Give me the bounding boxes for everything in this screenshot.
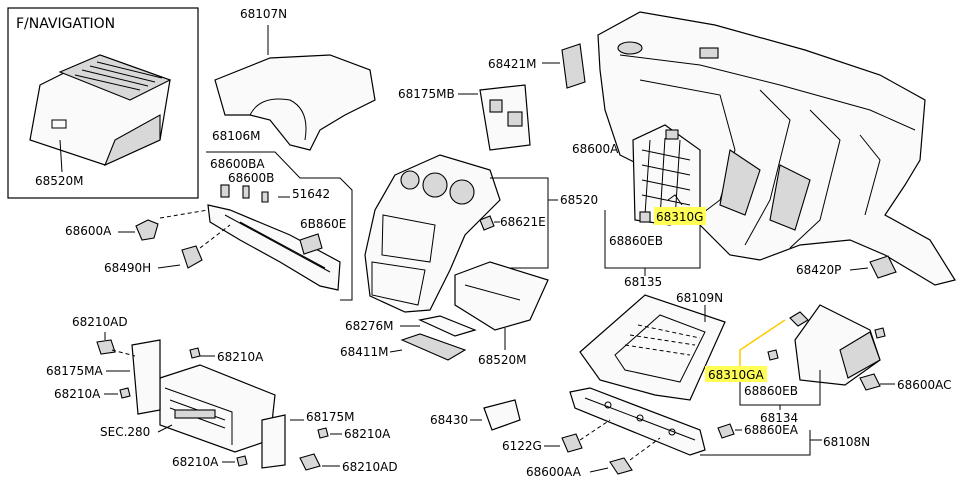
label-68210A-2: 68210A <box>54 387 101 401</box>
label-68210AD-top: 68210AD <box>72 315 128 329</box>
label-68210AD-bottom: 68210AD <box>342 460 398 474</box>
label-68135: 68135 <box>624 275 662 289</box>
label-68430: 68430 <box>430 413 468 427</box>
label-68134: 68134 <box>760 411 798 425</box>
bracket-68430: 68430 <box>430 399 521 431</box>
bolt-6122G: 6122G <box>502 419 611 453</box>
label-68107N: 68107N <box>240 7 287 21</box>
label-68520: 68520 <box>560 193 598 207</box>
clip-68600AA: 68600AA <box>526 437 661 479</box>
meter-hood-68107N: 68107N <box>214 7 376 151</box>
label-68600AA: 68600AA <box>526 465 582 479</box>
label-68175MA: 68175MA <box>46 364 104 378</box>
mat-68411M: 68411M <box>340 333 467 361</box>
instrument-panel-68420P: 68420P <box>597 11 956 286</box>
label-68109N: 68109N <box>676 291 723 305</box>
label-68310G: 68310G <box>656 210 703 224</box>
label-68860EA: 68860EA <box>744 423 799 437</box>
finisher-68135: 68310G 68860EB 68135 <box>604 124 706 289</box>
label-68860EB-top: 68860EB <box>609 234 663 248</box>
label-68600B: 68600B <box>228 171 274 185</box>
audio-unit-sec280: 68210AD 68210A 68175MA 68210A 68175M 682… <box>46 315 398 474</box>
label-68210A-3: 68210A <box>344 427 391 441</box>
label-6122G: 6122G <box>502 439 542 453</box>
pocket-68520M: 68520M <box>454 261 549 367</box>
label-68600AC: 68600AC <box>897 378 952 392</box>
label-68106M: 68106M <box>212 129 261 143</box>
label-68621E: 68621E <box>500 215 546 229</box>
label-68600A: 68600A <box>65 224 112 238</box>
label-68600AB: 68600AB <box>572 142 627 156</box>
label-SEC280: SEC.280 <box>100 425 150 439</box>
label-68108N: 68108N <box>823 435 870 449</box>
label-6B860E: 6B860E <box>300 217 346 231</box>
inset-title: F/NAVIGATION <box>16 16 115 32</box>
navigation-inset: F/NAVIGATION 68520M <box>7 7 199 199</box>
undercover-68109N: 68109N <box>579 291 726 401</box>
mat-68276M: 68276M <box>345 315 477 337</box>
label-68420P: 68420P <box>796 263 841 277</box>
label-68520M: 68520M <box>478 353 527 367</box>
clip-68600A: 68600A <box>65 209 209 241</box>
label-68276M: 68276M <box>345 319 394 333</box>
lower-panel-68106M: 68106M 68600BA 68600B 51642 6B860E <box>206 129 353 301</box>
label-68175M: 68175M <box>306 410 355 424</box>
label-68421M: 68421M <box>488 57 537 71</box>
label-68411M: 68411M <box>340 345 389 359</box>
label-68600BA: 68600BA <box>210 157 265 171</box>
label-68490H: 68490H <box>104 261 151 275</box>
label-68860EB-bottom: 68860EB <box>744 384 798 398</box>
label-68310GA: 68310GA <box>708 368 764 382</box>
label-68210A-4: 68210A <box>172 455 219 469</box>
finisher-68134: 68310GA 68860EB 68134 68600AC <box>705 304 952 425</box>
inset-part-label: 68520M <box>35 174 84 188</box>
label-68210A-1: 68210A <box>217 350 264 364</box>
center-cluster-68520: 68520 68621E <box>364 154 598 313</box>
label-51642: 51642 <box>292 187 330 201</box>
navigation-unit-illustration <box>29 54 172 173</box>
bracket-68175MB: 68175MB <box>398 84 531 151</box>
switch-68421M: 68421M <box>488 43 586 89</box>
label-68175MB: 68175MB <box>398 87 455 101</box>
clip-68490H: 68490H <box>104 224 231 275</box>
bracket-68108N: 68860EA 68108N <box>569 387 870 456</box>
